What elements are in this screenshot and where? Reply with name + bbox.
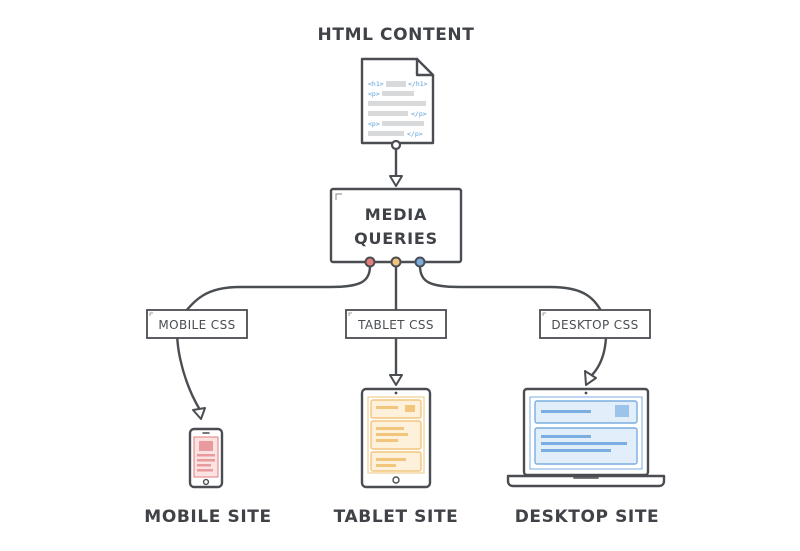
mobile-css-label: MOBILE CSS	[158, 318, 235, 332]
desktop-css-label: DESKTOP CSS	[551, 318, 638, 332]
code-line	[382, 91, 414, 96]
tablet-output-dot	[390, 256, 402, 268]
html-content-title: HTML CONTENT	[318, 25, 475, 45]
desktop-css-label-box: DESKTOP CSS	[539, 309, 651, 339]
mobile-output-dot	[364, 256, 376, 268]
media-queries-box: MEDIA QUERIES	[329, 187, 463, 264]
tablet-css-label-box: TABLET CSS	[345, 309, 447, 339]
desktop-output-dot	[414, 256, 426, 268]
code-h1-close: </h1>	[408, 80, 428, 88]
code-line	[368, 131, 404, 136]
desktop-site-title: DESKTOP SITE	[515, 507, 660, 527]
code-p-close-2: </p>	[407, 130, 423, 138]
mobile-css-label-box: MOBILE CSS	[146, 309, 248, 339]
html-document-icon: <h1> </h1> <p> </p> <p> </p>	[360, 57, 435, 145]
tablet-css-label: TABLET CSS	[357, 318, 434, 332]
code-line	[368, 101, 426, 106]
laptop-icon	[506, 387, 666, 488]
code-p-open-2: <p>	[368, 120, 380, 128]
code-line	[382, 121, 424, 126]
code-p-close-1: </p>	[411, 110, 427, 118]
code-line	[368, 111, 408, 116]
media-queries-line2: QUERIES	[354, 229, 438, 248]
mobile-phone-icon	[188, 427, 224, 489]
branch-connectors	[176, 264, 608, 420]
code-h1-open: <h1>	[368, 80, 384, 88]
code-p-open-1: <p>	[368, 90, 380, 98]
connector-doc-to-media-queries	[389, 139, 403, 187]
tablet-icon	[360, 387, 432, 489]
tablet-site-title: TABLET SITE	[334, 507, 459, 527]
media-queries-line1: MEDIA	[365, 205, 427, 224]
code-line	[386, 81, 406, 87]
mobile-site-title: MOBILE SITE	[144, 507, 271, 527]
